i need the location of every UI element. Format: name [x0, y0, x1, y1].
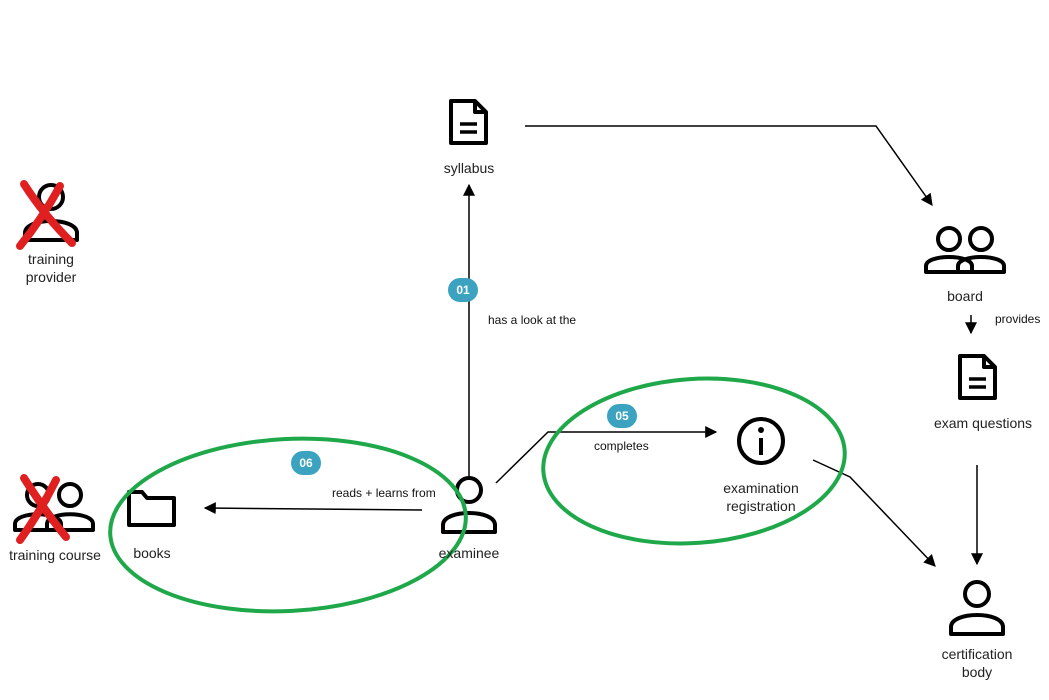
node-label-exam-questions: exam questions — [933, 415, 1033, 431]
cross-icon — [16, 180, 76, 250]
edge-label-reads-learns: reads + learns from — [332, 486, 436, 500]
edge-label-provides: provides — [995, 312, 1041, 326]
document-icon — [449, 99, 488, 145]
edge-label-has-a-look-at: has a look at the — [488, 313, 577, 327]
step-badge-01: 01 — [448, 278, 478, 302]
group-icon — [924, 226, 1006, 274]
node-label-training-course: training course — [9, 547, 101, 563]
edge-examinee-to-books — [203, 502, 423, 515]
cross-icon — [16, 474, 70, 544]
folder-icon — [127, 490, 176, 527]
step-badge-05: 05 — [607, 404, 637, 428]
step-badge-06: 06 — [291, 451, 321, 475]
edge-syllabus-to-board — [525, 125, 933, 206]
person-icon — [949, 580, 1005, 636]
highlight-ellipse-registration — [541, 376, 847, 546]
node-label-training-provider: training provider — [25, 251, 77, 285]
highlight-ellipse-books — [108, 436, 468, 614]
edge-label-completes: completes — [594, 439, 649, 453]
edge-examinee-to-registration — [495, 426, 718, 484]
node-label-examination-registration: examination registration — [723, 480, 799, 514]
node-label-board: board — [947, 288, 983, 304]
node-label-certification-body: certification body — [941, 646, 1013, 680]
node-label-syllabus: syllabus — [443, 160, 495, 176]
edge-registration-to-certification — [812, 459, 936, 567]
node-label-books: books — [133, 545, 171, 561]
info-icon — [737, 417, 785, 465]
document-icon — [958, 354, 997, 400]
node-label-examinee: examinee — [438, 545, 500, 561]
